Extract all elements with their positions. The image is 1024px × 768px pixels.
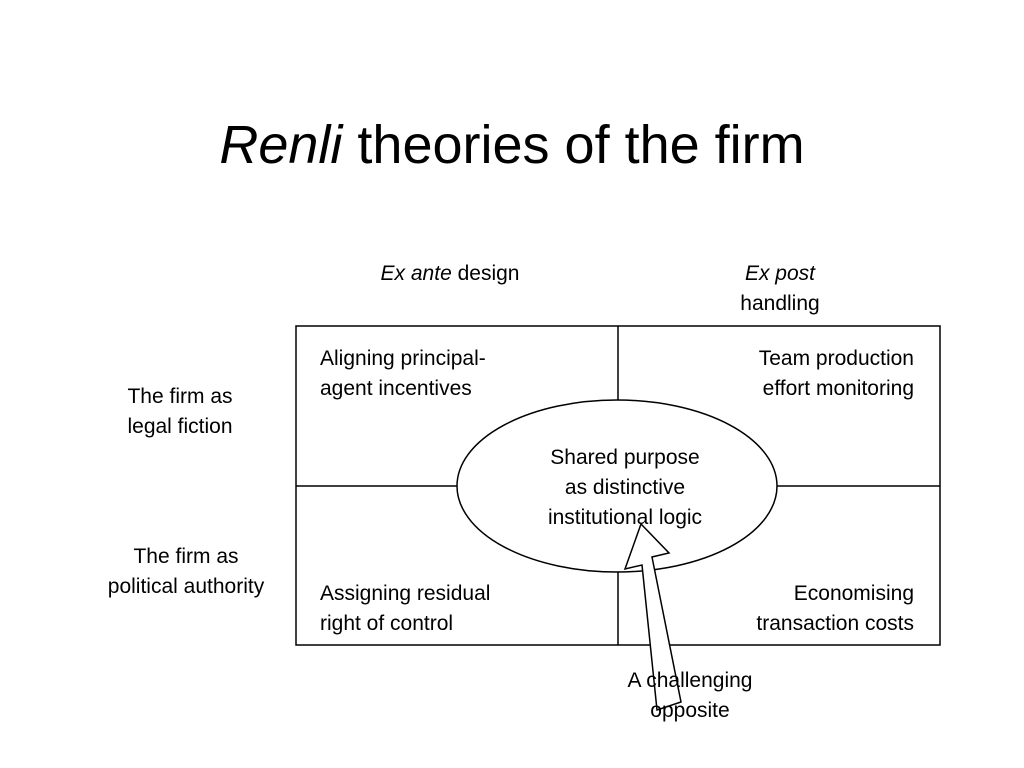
title-rest: theories of the firm: [342, 115, 805, 175]
cell-bottom-right-line1: Economising: [793, 582, 914, 605]
row-political-line2: political authority: [107, 575, 265, 598]
cell-top-left-line1: Aligning principal-: [320, 347, 486, 370]
row-political-line1: The firm as: [133, 545, 239, 568]
row-header-political-authority: The firm as political authority: [80, 542, 292, 602]
row-legal-line1: The firm as: [127, 385, 233, 408]
ellipse-line3: institutional logic: [547, 506, 703, 529]
arrow-label-line1: A challenging: [627, 669, 753, 692]
center-ellipse-text: Shared purpose as distinctive institutio…: [510, 443, 740, 533]
cell-top-right: Team production effort monitoring: [660, 344, 914, 404]
ex-post-italic: Ex post: [744, 262, 816, 285]
cell-bottom-left-line2: right of control: [320, 612, 454, 635]
row-header-legal-fiction: The firm as legal fiction: [80, 382, 280, 442]
upward-arrow: [623, 522, 682, 712]
column-header-ex-ante: Ex ante design: [340, 259, 560, 289]
cell-bottom-right: Economising transaction costs: [660, 579, 914, 639]
ellipse-line2: as distinctive: [564, 476, 686, 499]
ex-post-rest: handling: [740, 292, 820, 315]
column-header-ex-post: Ex post handling: [680, 259, 880, 319]
ellipse-line1: Shared purpose: [550, 446, 700, 469]
arrow-label-line2: opposite: [650, 699, 730, 722]
cell-top-right-line2: effort monitoring: [762, 377, 914, 400]
ex-ante-italic: Ex ante: [380, 262, 452, 285]
row-legal-line2: legal fiction: [127, 415, 233, 438]
cell-bottom-left: Assigning residual right of control: [320, 579, 580, 639]
cell-top-left-line2: agent incentives: [320, 377, 472, 400]
arrow-label: A challenging opposite: [580, 666, 800, 726]
cell-bottom-right-line2: transaction costs: [756, 612, 914, 635]
slide-title: Renli theories of the firm: [0, 112, 1024, 178]
cell-bottom-left-line1: Assigning residual: [320, 582, 491, 605]
cell-top-right-line1: Team production: [758, 347, 914, 370]
cell-top-left: Aligning principal- agent incentives: [320, 344, 580, 404]
title-italic-word: Renli: [219, 115, 343, 175]
center-ellipse: [456, 399, 778, 573]
ex-ante-rest: design: [451, 262, 520, 285]
